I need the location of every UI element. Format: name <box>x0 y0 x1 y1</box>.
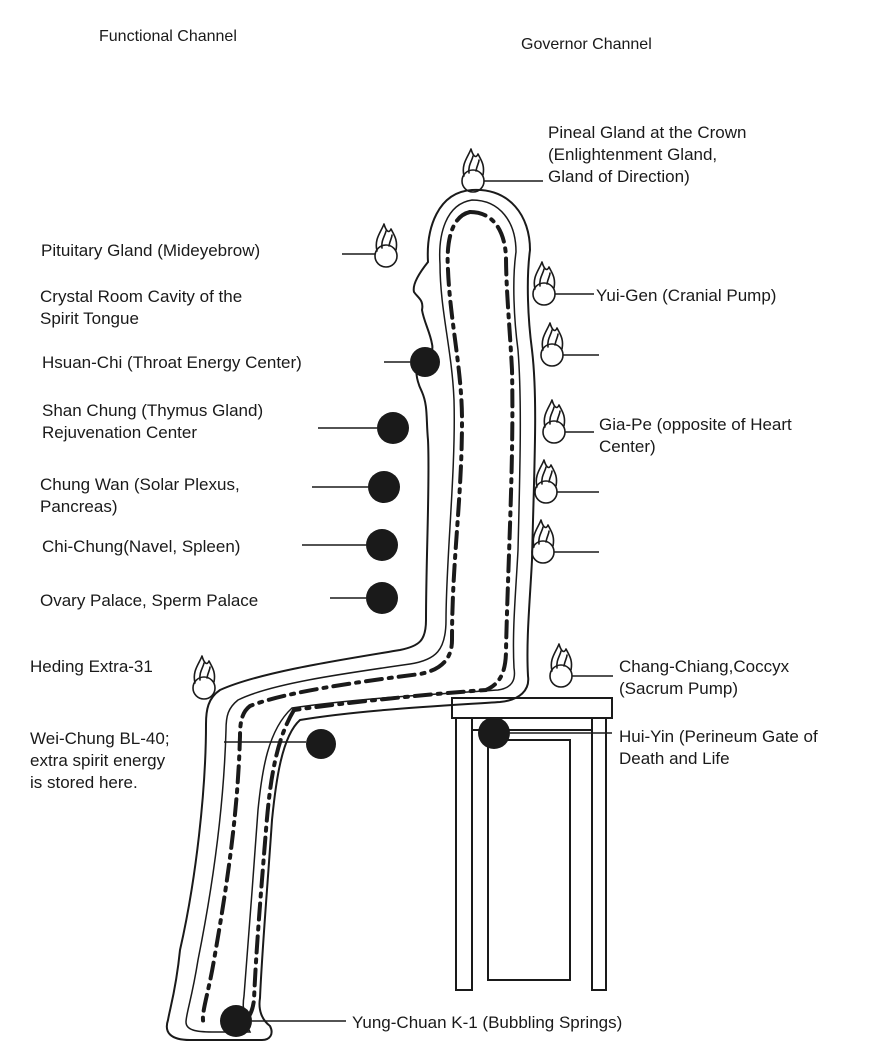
wei-chung-label: Wei-Chung BL-40; extra spirit energy is … <box>30 728 170 794</box>
crystal-room-label: Crystal Room Cavity of the Spirit Tongue <box>40 286 242 330</box>
yui-gen-label: Yui-Gen (Cranial Pump) <box>596 285 776 307</box>
hui-yin-label: Hui-Yin (Perineum Gate of Death and Life <box>619 726 818 770</box>
chi-chung-label: Chi-Chung(Navel, Spleen) <box>42 536 240 558</box>
gia-pe-label: Gia-Pe (opposite of Heart Center) <box>599 414 792 458</box>
shan-chung-label: Shan Chung (Thymus Gland) Rejuvenation C… <box>42 400 263 444</box>
hsuan-chi-label: Hsuan-Chi (Throat Energy Center) <box>42 352 302 374</box>
chang-chiang-label: Chang-Chiang,Coccyx (Sacrum Pump) <box>619 656 789 700</box>
leader-lines <box>224 181 613 1021</box>
heding-label: Heding Extra-31 <box>30 656 153 678</box>
yung-chuan-label: Yung-Chuan K-1 (Bubbling Springs) <box>352 1012 622 1034</box>
chung-wan-label: Chung Wan (Solar Plexus, Pancreas) <box>40 474 240 518</box>
chair <box>452 698 612 990</box>
functional-channel-header: Functional Channel <box>99 26 237 48</box>
pineal-gland-label: Pineal Gland at the Crown (Enlightenment… <box>548 122 746 188</box>
energy-channels <box>203 212 512 1026</box>
governor-channel-header: Governor Channel <box>521 34 652 56</box>
ovary-palace-label: Ovary Palace, Sperm Palace <box>40 590 258 612</box>
pituitary-gland-label: Pituitary Gland (Mideyebrow) <box>41 240 260 262</box>
